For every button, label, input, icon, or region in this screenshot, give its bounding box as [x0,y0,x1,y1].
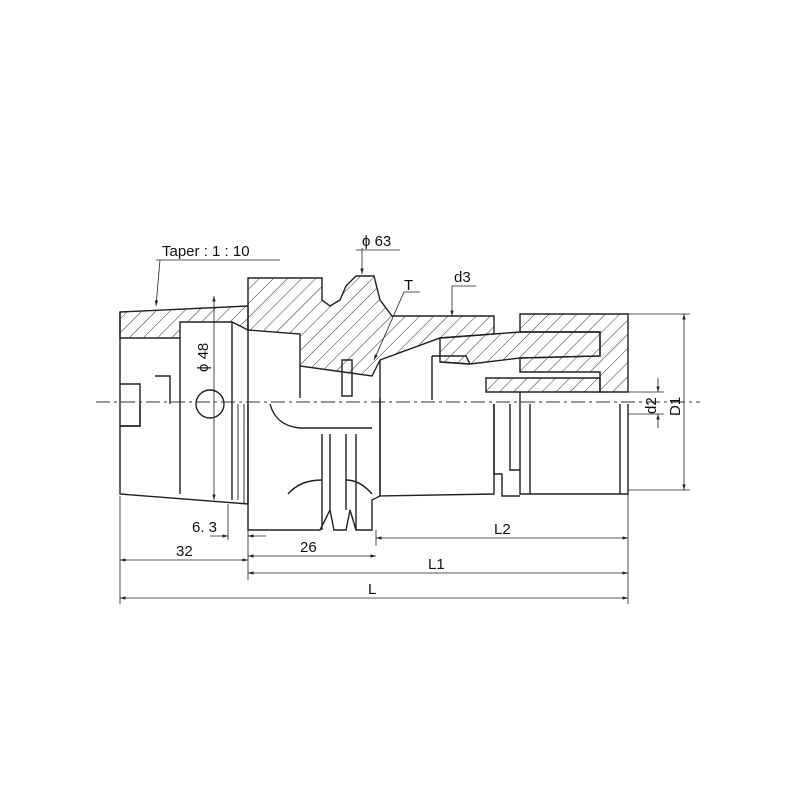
upper-section [119,275,629,400]
notch [155,375,171,404]
shank-upper-wall [119,305,249,339]
flange-grooves [321,434,357,530]
labels: Taper : 1 : 10 ϕ 63 T d3 ϕ 48 d2 D1 6. 3… [162,233,684,598]
phi48-label: ϕ 48 [195,343,212,372]
t-leader [373,291,420,361]
shank-lower [119,404,249,505]
slot-upper [432,355,471,365]
shank-bore [179,322,233,500]
l1-label: L1 [428,556,445,573]
key-upper [341,359,353,397]
nut-upper [519,313,629,393]
dim-26-label: 26 [300,539,317,556]
cross-hole [195,389,225,419]
body-step-2 [509,404,520,471]
dimensions [119,248,690,604]
body-step [493,404,520,497]
dim-32-label: 32 [176,543,193,560]
l2-label: L2 [494,521,511,538]
phi63-label: ϕ 63 [362,233,391,250]
l-label: L [368,581,376,598]
dim-63-label: 6. 3 [192,519,217,536]
d2-label: d2 [643,397,660,414]
d3-leader [450,285,476,316]
inner-curve [269,403,372,429]
shank-slot [120,404,141,427]
groove-curves [287,479,373,495]
d1-label: D1 [667,397,684,416]
nut-lower [519,392,629,495]
shank-slot-upper [119,312,141,404]
bore-upper-lines [299,356,471,400]
flange-lower [247,330,381,531]
lower-view [119,312,629,531]
taper-leader [154,259,161,307]
taper-label: Taper : 1 : 10 [162,243,250,260]
t-label: T [404,277,413,294]
body-lower [379,398,495,497]
d3-label: d3 [454,269,471,286]
nut-lines [529,404,621,494]
thread-lines [237,404,245,504]
collet-upper [485,377,601,393]
